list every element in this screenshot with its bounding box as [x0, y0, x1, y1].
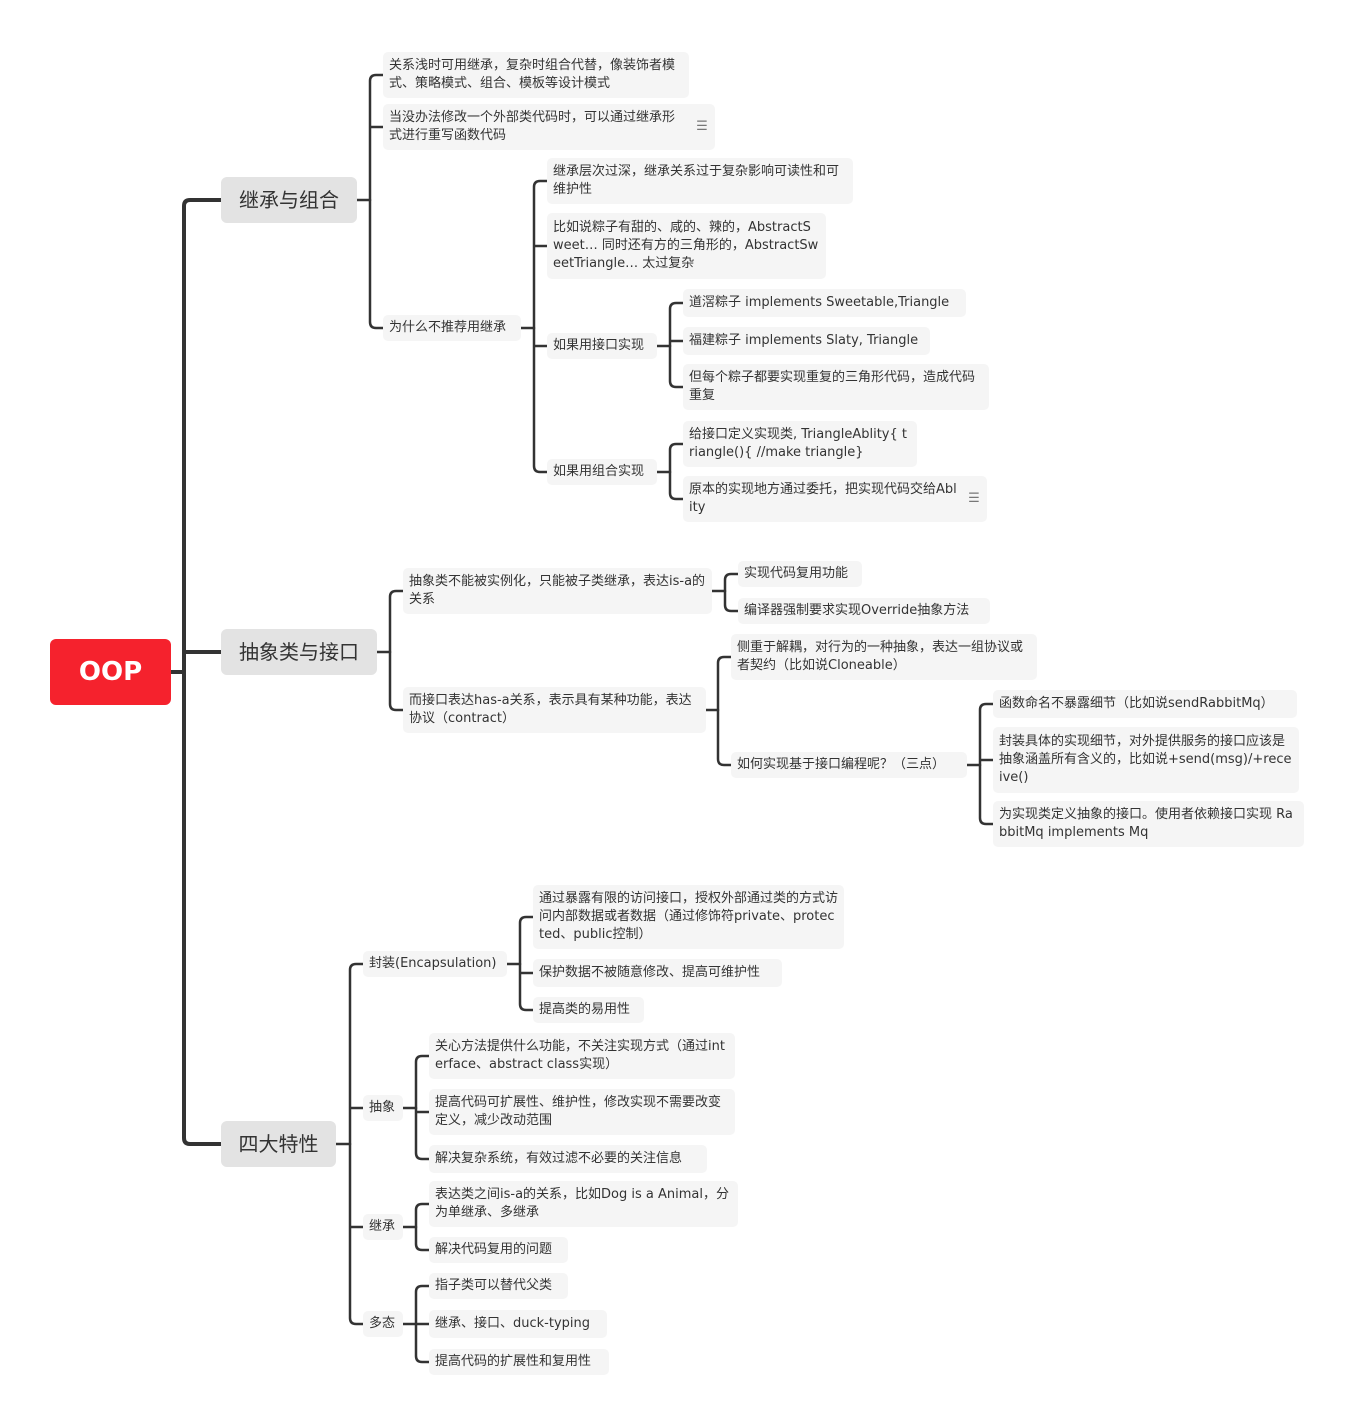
note-icon[interactable]: ☰ — [968, 491, 980, 506]
note-icon[interactable]: ☰ — [696, 119, 708, 134]
root-connector-branches — [182, 198, 223, 1146]
b3-poly-3[interactable]: 提高代码的扩展性和复用性 — [429, 1349, 609, 1375]
b3-inheritance[interactable]: 继承 — [363, 1214, 403, 1240]
b3-connector-branches — [348, 962, 365, 1326]
b1-interface-2[interactable]: 福建粽子 implements Slaty, Triangle — [683, 327, 930, 355]
b3-enc-1[interactable]: 通过暴露有限的访问接口，授权外部通过类的方式访问内部数据或者数据（通过修饰符pr… — [533, 885, 844, 949]
b3-abs-3[interactable]: 解决复杂系统，有效过滤不必要的关注信息 — [429, 1145, 707, 1173]
b2-abstract-1[interactable]: 实现代码复用功能 — [738, 561, 862, 587]
b3-abs-1[interactable]: 关心方法提供什么功能，不关注实现方式（通过interface、abstract … — [429, 1033, 735, 1079]
b3-inh-1[interactable]: 表达类之间is-a的关系，比如Dog is a Animal，分为单继承、多继承 — [429, 1181, 738, 1227]
b2-how-3[interactable]: 为实现类定义抽象的接口。使用者依赖接口实现 RabbitMq implement… — [993, 801, 1304, 847]
b1-node-why[interactable]: 为什么不推荐用继承 — [383, 315, 521, 341]
b3-abstraction[interactable]: 抽象 — [363, 1095, 403, 1121]
b2-abstract-class[interactable]: 抽象类不能被实例化，只能被子类继承，表达is-a的关系 — [403, 568, 712, 614]
b1-composition-1[interactable]: 给接口定义实现类, TriangleAblity{ triangle(){ //… — [683, 421, 917, 467]
branch-inheritance-composition[interactable]: 继承与组合 — [221, 177, 357, 223]
b1-composition-2[interactable]: 原本的实现地方通过委托，把实现代码交给Ablity☰ — [683, 476, 987, 522]
b2-connector-branches — [388, 589, 405, 712]
b2-how-1[interactable]: 函数命名不暴露细节（比如说sendRabbitMq） — [993, 690, 1297, 718]
b3-poly-2[interactable]: 继承、接口、duck-typing — [429, 1310, 607, 1338]
b1-interface-1[interactable]: 道滘粽子 implements Sweetable,Triangle — [683, 289, 966, 317]
root-node[interactable]: OOP — [50, 639, 171, 705]
b2-abstract-2[interactable]: 编译器强制要求实现Override抽象方法 — [738, 598, 990, 624]
b3-inh-connector-branches — [414, 1202, 431, 1252]
b3-abs-connector-branches — [414, 1054, 431, 1161]
b3-encapsulation[interactable]: 封装(Encapsulation) — [363, 951, 507, 977]
b3-enc-2[interactable]: 保护数据不被随意修改、提高可维护性 — [533, 959, 782, 987]
b3-enc-3[interactable]: 提高类的易用性 — [533, 997, 644, 1023]
b2-how-2[interactable]: 封装具体的实现细节，对外提供服务的接口应该是抽象涵盖所有含义的，比如说+send… — [993, 727, 1299, 793]
b2-interface-1[interactable]: 侧重于解耦，对行为的一种抽象，表达一组协议或者契约（比如说Cloneable） — [731, 634, 1037, 680]
branch-abstract-interface[interactable]: 抽象类与接口 — [221, 629, 377, 675]
b2-interface-how[interactable]: 如何实现基于接口编程呢？（三点） — [731, 752, 967, 778]
b1-node-2[interactable]: 当没办法修改一个外部类代码时，可以通过继承形式进行重写函数代码☰ — [383, 104, 715, 150]
b2-interface[interactable]: 而接口表达has-a关系，表示具有某种功能，表达协议（contract） — [403, 687, 706, 733]
b2-abstract-connector-branches — [723, 572, 740, 613]
b3-poly-connector-branches — [414, 1284, 431, 1364]
b3-abs-2[interactable]: 提高代码可扩展性、维护性，修改实现不需要改变定义，减少改动范围 — [429, 1089, 735, 1135]
b1-interface-connector-branches — [668, 301, 685, 389]
b1-node-1[interactable]: 关系浅时可用继承，复杂时组合代替，像装饰者模式、策略模式、组合、模板等设计模式 — [383, 52, 689, 98]
b1-why-1[interactable]: 继承层次过深，继承关系过于复杂影响可读性和可维护性 — [547, 158, 853, 204]
branch-four-features[interactable]: 四大特性 — [221, 1121, 336, 1167]
b3-poly-1[interactable]: 指子类可以替代父类 — [429, 1273, 568, 1299]
b3-inh-2[interactable]: 解决代码复用的问题 — [429, 1237, 568, 1263]
b3-enc-connector-branches — [518, 915, 535, 1012]
b1-why-interface[interactable]: 如果用接口实现 — [547, 333, 657, 359]
b1-interface-3[interactable]: 但每个粽子都要实现重复的三角形代码，造成代码重复 — [683, 364, 989, 410]
b1-why-2[interactable]: 比如说粽子有甜的、咸的、辣的，AbstractSweet… 同时还有方的三角形的… — [547, 213, 826, 279]
b1-why-composition[interactable]: 如果用组合实现 — [547, 459, 657, 485]
b1-composition-connector-branches — [668, 442, 685, 501]
b3-polymorphism[interactable]: 多态 — [363, 1311, 403, 1337]
b2-how-connector-branches — [978, 702, 995, 826]
b1-connector-branches — [368, 73, 385, 330]
b2-interface-connector-branches — [716, 655, 733, 767]
b1-why-connector-branches — [532, 179, 549, 474]
